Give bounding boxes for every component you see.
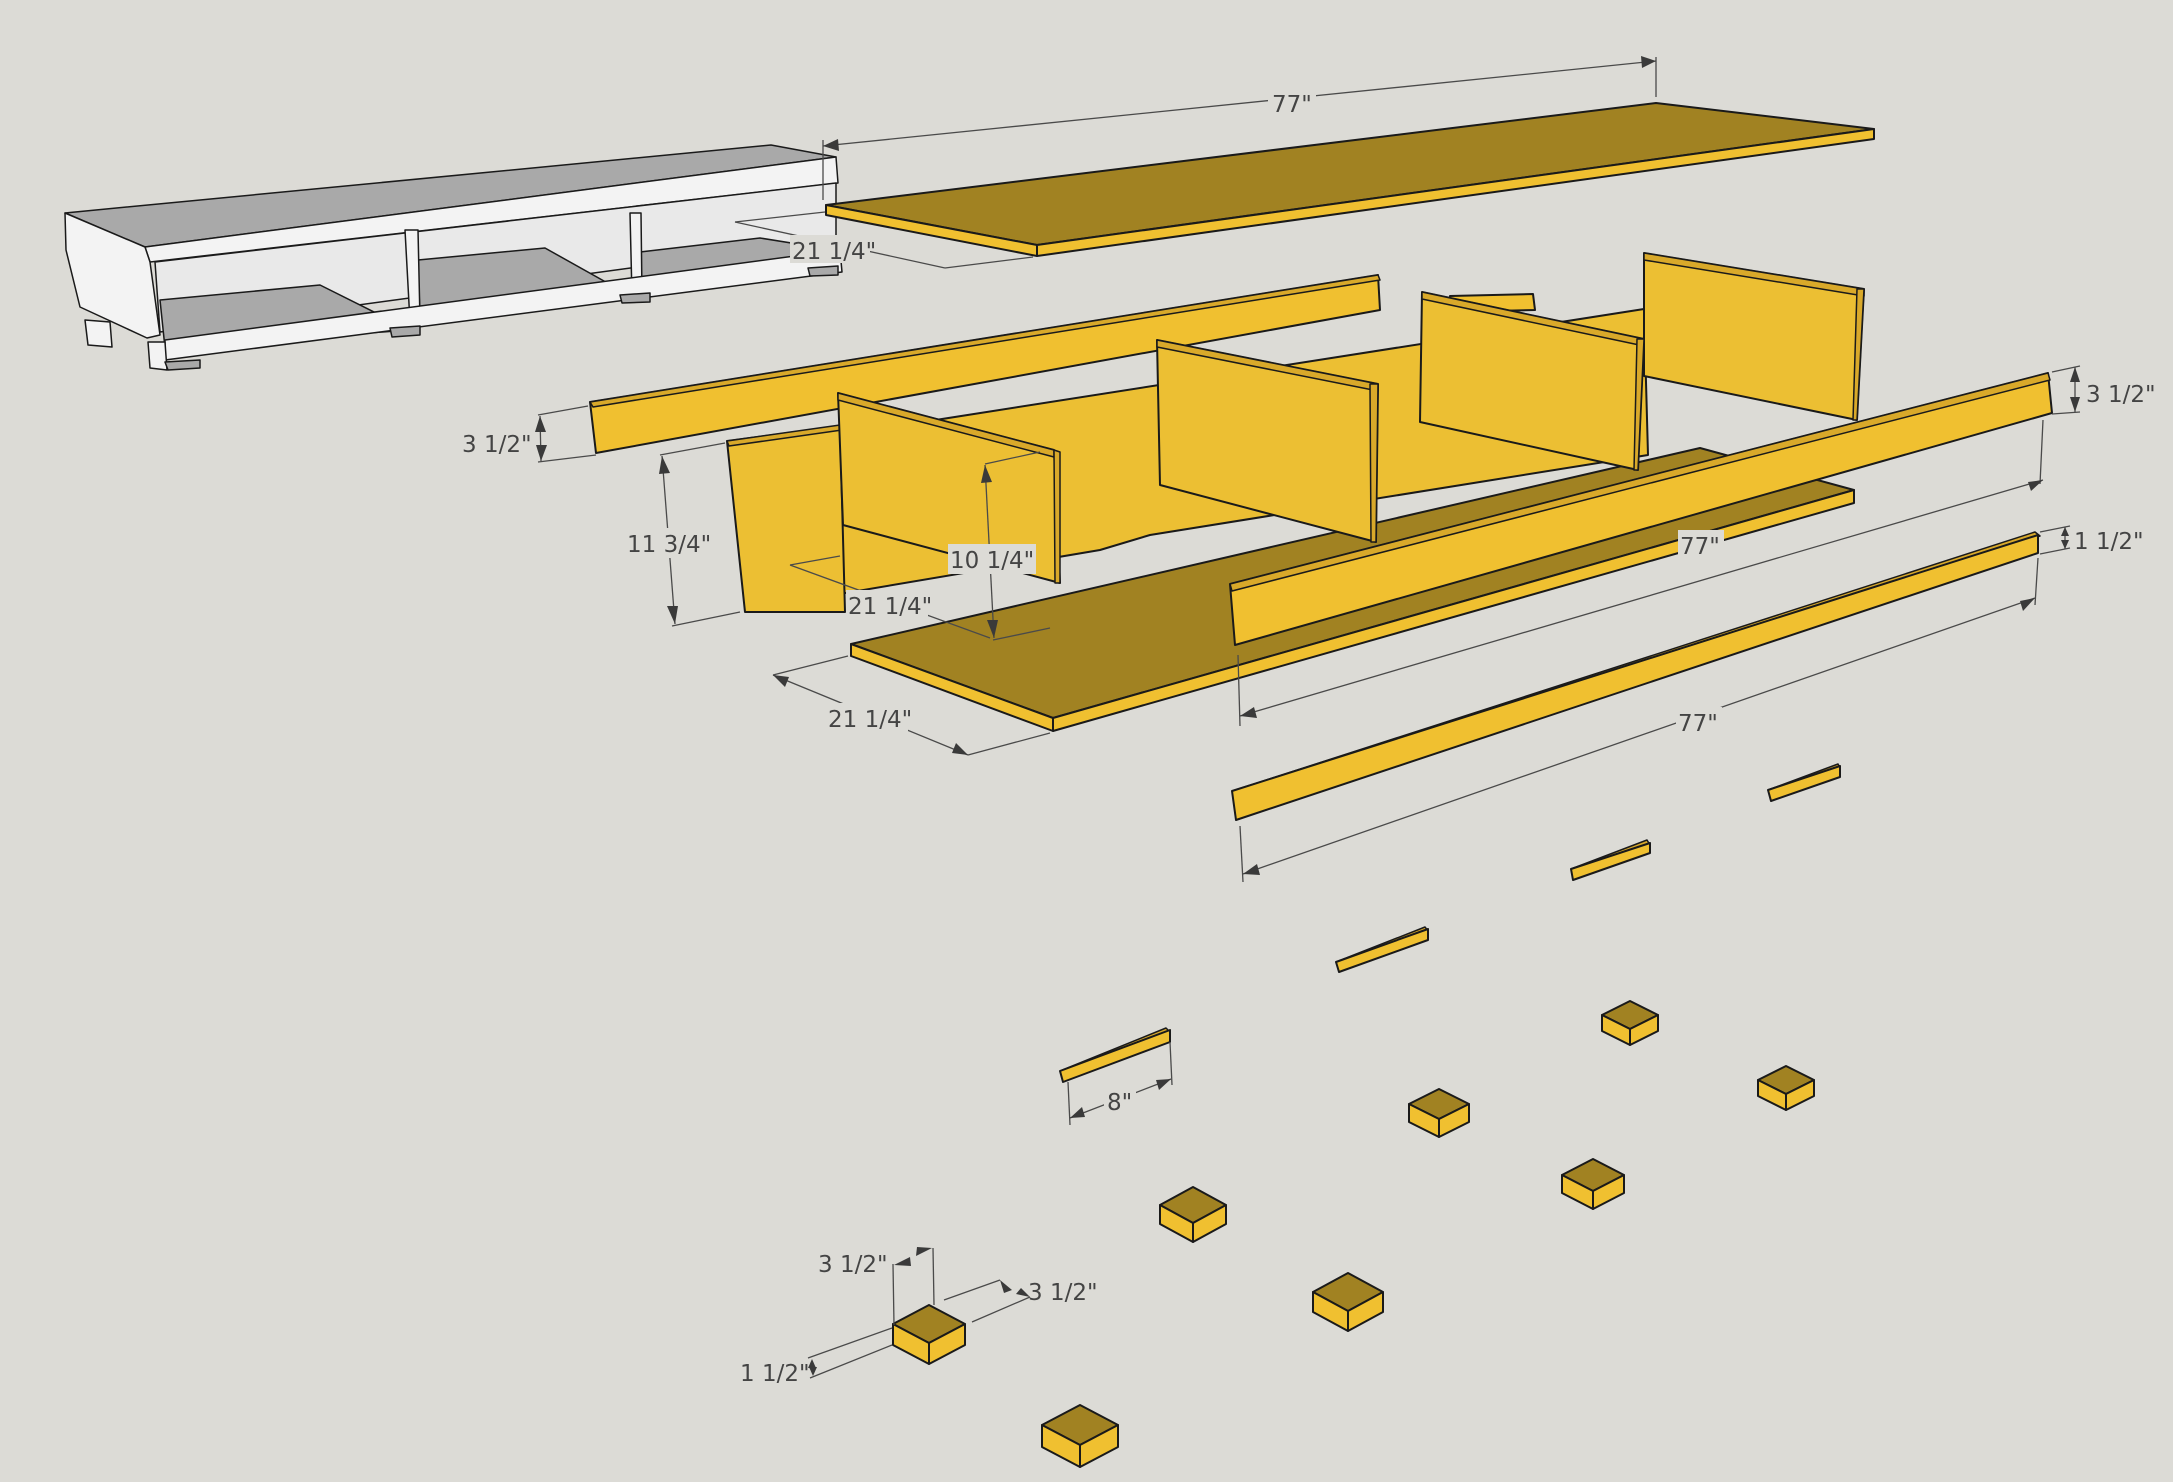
dim-bottom-depth: 21 1/4": [772, 655, 1051, 756]
cleat-1: [1767, 763, 1841, 802]
foot-5: [1159, 1186, 1227, 1243]
foot-3: [1408, 1088, 1470, 1138]
cleat-3: [1335, 926, 1429, 973]
dim-label-cleat-length: 8": [1107, 1090, 1132, 1116]
dim-label-side-height: 11 3/4": [627, 532, 711, 558]
dim-divider-height: 10 1/4": [948, 451, 1051, 641]
foot-8: [1041, 1404, 1119, 1468]
dim-base-rail-height: 1 1/2": [2039, 525, 2144, 555]
side-panel-left: [726, 424, 846, 613]
top-panel: [825, 102, 1875, 257]
cleat-2: [1570, 839, 1651, 881]
foot-1: [1601, 1000, 1659, 1046]
dim-foot-height: 1 1/2": [740, 1327, 893, 1387]
divider-left: [837, 392, 1061, 584]
dim-label-top-length: 77": [1272, 92, 1312, 118]
dim-label-foot-depth: 3 1/2": [1028, 1280, 1098, 1306]
dim-front-rail-length: 77": [1237, 419, 2044, 727]
foot-7: [892, 1304, 966, 1365]
dim-divider-depth: 21 1/4": [789, 555, 991, 639]
dim-label-bottom-depth: 21 1/4": [828, 707, 912, 733]
front-rail: [1229, 372, 2053, 646]
divider-1: [1156, 339, 1379, 543]
divider-2: [1419, 291, 1645, 471]
dim-foot-width: 3 1/2": [818, 1247, 935, 1326]
dim-label-foot-width: 3 1/2": [818, 1252, 888, 1278]
dim-label-back-rail-height: 3 1/2": [462, 432, 532, 458]
divider-right: [1643, 252, 1865, 421]
base-rail: [1231, 531, 2041, 821]
dim-top-depth: 21 1/4": [734, 211, 1034, 269]
dim-label-foot-height: 1 1/2": [740, 1361, 810, 1387]
dim-front-rail-height: 3 1/2": [2051, 365, 2156, 415]
dim-label-base-rail-length: 77": [1678, 711, 1718, 737]
dim-top-length: 77": [822, 56, 1657, 200]
dim-label-front-rail-length: 77": [1680, 534, 1720, 560]
dim-side-height: 11 3/4": [624, 442, 741, 627]
back-rail: [589, 274, 1381, 454]
cleat-4: [1059, 1027, 1171, 1083]
assembled-model: [64, 144, 843, 371]
dim-back-rail-height: 3 1/2": [462, 405, 597, 463]
dim-base-rail-length: 77": [1239, 557, 2039, 883]
dim-label-base-rail-height: 1 1/2": [2074, 529, 2144, 555]
foot-4: [1561, 1158, 1625, 1210]
dim-label-front-rail-height: 3 1/2": [2086, 382, 2156, 408]
dim-foot-depth: 3 1/2": [943, 1279, 1098, 1323]
feet: [892, 1000, 1815, 1468]
foot-2: [1757, 1065, 1815, 1111]
dim-label-divider-depth: 21 1/4": [848, 594, 932, 620]
foot-6: [1312, 1272, 1384, 1332]
dim-label-divider-height: 10 1/4": [950, 548, 1034, 574]
dim-cleat-length: 8": [1067, 1041, 1173, 1126]
dim-label-top-depth: 21 1/4": [792, 239, 876, 265]
